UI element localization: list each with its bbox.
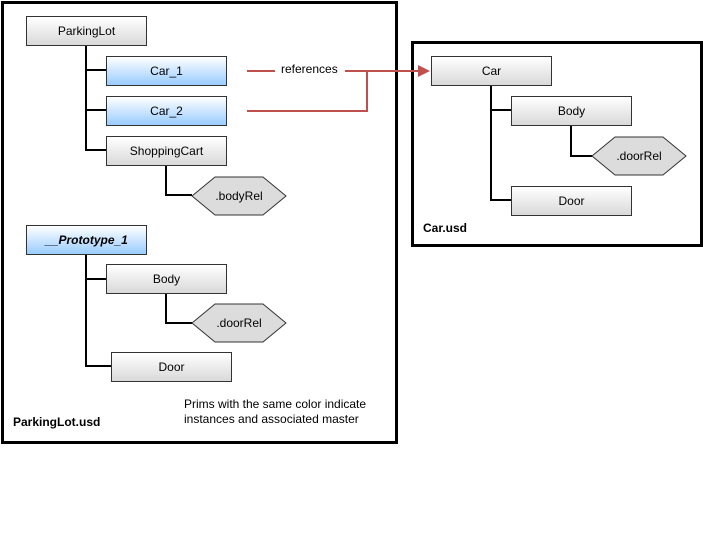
car-body-label: Body bbox=[557, 104, 586, 118]
prototype-master-box: __Prototype_1 bbox=[26, 225, 147, 255]
reference-arrowhead bbox=[418, 65, 430, 77]
body-rel-label: .bodyRel bbox=[215, 189, 263, 203]
references-label: references bbox=[279, 62, 340, 76]
prototype-body-label: Body bbox=[152, 272, 181, 286]
parkinglot-root-box: ParkingLot bbox=[26, 16, 147, 46]
parkinglot-root-label: ParkingLot bbox=[57, 24, 116, 38]
car-root-box: Car bbox=[431, 56, 552, 86]
connector-car-children bbox=[490, 85, 511, 201]
connector-proto-body-rel bbox=[165, 294, 192, 324]
car2-instance-box: Car_2 bbox=[106, 96, 227, 126]
connector-proto-children bbox=[85, 254, 111, 367]
connector-car-body-rel bbox=[570, 125, 592, 157]
prototype-body-box: Body bbox=[106, 264, 227, 294]
car1-label: Car_1 bbox=[150, 64, 183, 78]
shopping-cart-label: ShoppingCart bbox=[129, 144, 204, 158]
body-rel-diamond: .bodyRel bbox=[191, 176, 287, 216]
car2-label: Car_2 bbox=[150, 104, 183, 118]
prototype-door-label: Door bbox=[158, 360, 185, 374]
prototype-door-rel-label: .doorRel bbox=[216, 316, 262, 330]
body-rel-diamond-shape bbox=[191, 176, 287, 216]
legend-note-line1: Prims with the same color indicate bbox=[184, 397, 367, 411]
legend-note-line2: instances and associated master bbox=[184, 412, 359, 426]
car-door-rel-diamond-shape bbox=[591, 136, 687, 176]
shopping-cart-box: ShoppingCart bbox=[106, 136, 227, 166]
car-file-label: Car.usd bbox=[423, 221, 468, 235]
car1-instance-box: Car_1 bbox=[106, 56, 227, 86]
prototype-door-rel-diamond-shape bbox=[191, 303, 287, 343]
car-body-box: Body bbox=[511, 96, 632, 126]
connector-parkinglot-children bbox=[85, 45, 106, 151]
car-door-box: Door bbox=[511, 186, 632, 216]
car-root-label: Car bbox=[481, 64, 502, 78]
car-door-rel-diamond: .doorRel bbox=[591, 136, 687, 176]
prototype-door-rel-diamond: .doorRel bbox=[191, 303, 287, 343]
connector-cart-rel bbox=[165, 165, 192, 196]
prototype-door-box: Door bbox=[111, 352, 232, 382]
reference-line-car2 bbox=[247, 71, 368, 112]
prototype-label: __Prototype_1 bbox=[45, 233, 128, 247]
car-door-label: Door bbox=[558, 194, 585, 208]
legend-note: Prims with the same color indicate insta… bbox=[184, 397, 366, 427]
car-door-rel-label: .doorRel bbox=[616, 149, 662, 163]
parkinglot-file-label: ParkingLot.usd bbox=[13, 415, 101, 429]
